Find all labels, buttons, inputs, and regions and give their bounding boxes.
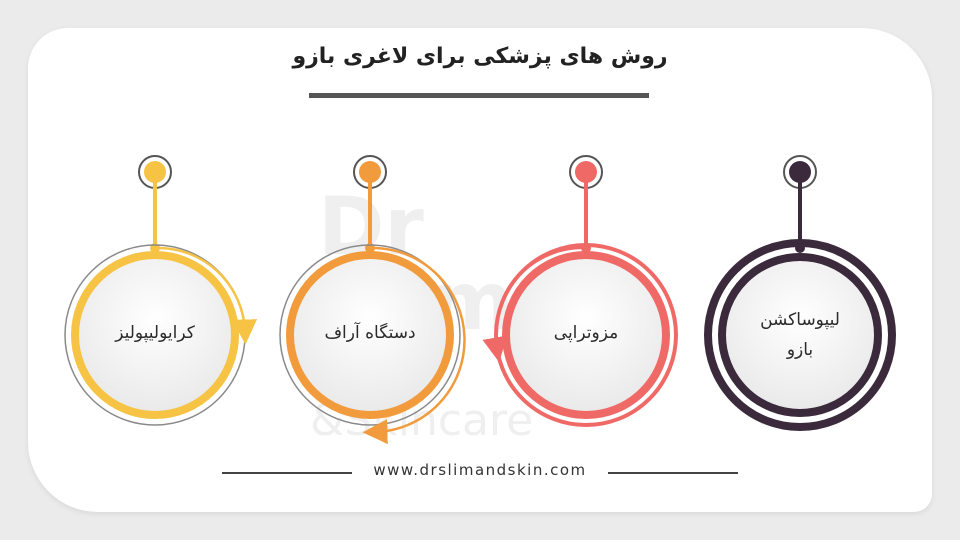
- method-circle-liposuction: [704, 239, 896, 431]
- footer-website: www.drslimandskin.com: [373, 461, 587, 479]
- footer-line-right: [608, 472, 738, 474]
- method-label-liposuction: لیپوساکشن بازو: [760, 310, 840, 360]
- method-label-cryolipolysis: کرایولیپولیز: [115, 323, 195, 343]
- method-label-mesotherapy: مزوتراپی: [553, 323, 619, 343]
- footer-line-left: [222, 472, 352, 474]
- page-title: روش های پزشکی برای لاغری بازو: [292, 44, 668, 69]
- method-label-rf-device: دستگاه آراف: [324, 323, 416, 343]
- method-circle-cryolipolysis: [64, 244, 258, 426]
- method-circle-rf-device: [279, 244, 466, 445]
- method-circle-mesotherapy: [482, 243, 678, 427]
- title-underline: [309, 93, 649, 98]
